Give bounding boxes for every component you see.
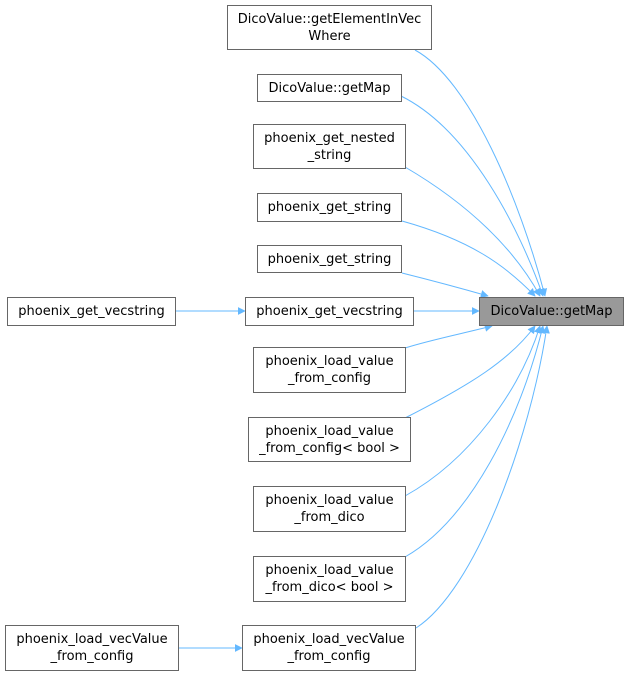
node-label: phoenix_get_vecstring xyxy=(18,304,165,319)
edge-get-string1 xyxy=(401,220,536,297)
edge-load-value-from-config xyxy=(404,323,493,349)
node-label: phoenix_load_vecValue _from_config xyxy=(16,632,168,664)
node-label: phoenix_load_value _from_config xyxy=(265,354,394,386)
node-dicovalue-getelementinvecwhere[interactable]: DicoValue::getElementInVec Where xyxy=(227,5,432,50)
node-phoenix-get-vecstring[interactable]: phoenix_get_vecstring xyxy=(245,297,414,326)
edge-get-string2 xyxy=(401,272,489,298)
node-label: DicoValue::getElementInVec Where xyxy=(237,11,422,44)
node-phoenix-get-string-1[interactable]: phoenix_get_string xyxy=(257,193,402,222)
node-outer-phoenix-get-vecstring[interactable]: phoenix_get_vecstring xyxy=(7,297,176,326)
node-label: phoenix_get_string xyxy=(267,200,392,215)
edge-load-value-from-dico xyxy=(404,325,542,497)
node-phoenix-get-string-2[interactable]: phoenix_get_string xyxy=(257,245,402,273)
node-label: phoenix_load_vecValue _from_config xyxy=(253,632,405,664)
node-phoenix-get-nested-string[interactable]: phoenix_get_nested _string xyxy=(253,124,406,169)
edge-load-vecValue-from-config xyxy=(415,325,550,629)
edge-getMap2 xyxy=(400,95,545,297)
node-outer-phoenix-load-vecvalue-from-config[interactable]: phoenix_load_vecValue _from_config xyxy=(5,625,179,671)
edge-load-value-from-config-bool xyxy=(404,325,536,419)
node-label: DicoValue::getMap xyxy=(490,304,613,319)
edge-get-nested-string xyxy=(404,166,541,297)
node-label: phoenix_get_vecstring xyxy=(256,304,403,319)
node-phoenix-load-value-from-config-bool[interactable]: phoenix_load_value _from_config< bool > xyxy=(248,417,411,462)
edge-load-value-from-dico-bool xyxy=(404,325,546,558)
node-target-dicovalue-getmap[interactable]: DicoValue::getMap xyxy=(479,297,624,326)
node-label: phoenix_load_value _from_dico< bool > xyxy=(265,563,394,595)
node-phoenix-load-value-from-dico-bool[interactable]: phoenix_load_value _from_dico< bool > xyxy=(253,556,406,602)
node-phoenix-load-value-from-config[interactable]: phoenix_load_value _from_config xyxy=(253,347,406,393)
node-phoenix-load-value-from-dico[interactable]: phoenix_load_value _from_dico xyxy=(253,486,406,532)
node-label: phoenix_load_value _from_config< bool > xyxy=(259,423,400,456)
node-label: phoenix_get_nested _string xyxy=(264,130,395,163)
node-label: phoenix_load_value _from_dico xyxy=(265,493,394,525)
node-dicovalue-getmap[interactable]: DicoValue::getMap xyxy=(257,74,402,102)
edge-getElementInVecWhere xyxy=(414,49,548,297)
node-phoenix-load-vecvalue-from-config[interactable]: phoenix_load_vecValue _from_config xyxy=(242,625,416,671)
node-label: DicoValue::getMap xyxy=(268,80,391,96)
node-label: phoenix_get_string xyxy=(267,251,392,267)
